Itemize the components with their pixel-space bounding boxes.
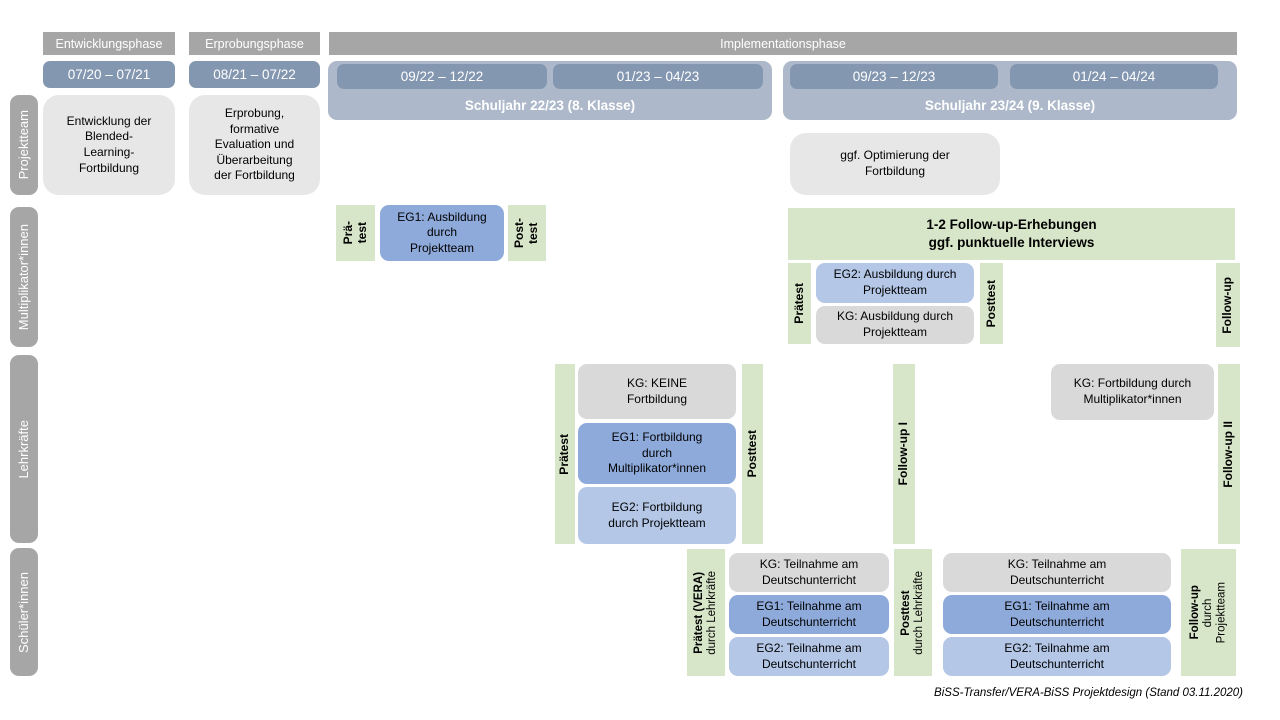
box-eg2-teilnahme-2: EG2: Teilnahme am Deutschunterricht (943, 637, 1171, 676)
row-label-projektteam: Projektteam (10, 95, 38, 195)
followup-schueler-sub: durch Projektteam (1201, 581, 1228, 644)
box-eg1-teilnahme-1: EG1: Teilnahme am Deutschunterricht (729, 595, 889, 634)
date-bar-0821-0722: 08/21 – 07/22 (189, 61, 320, 88)
box-kg-keine-fortbildung: KG: KEINE Fortbildung (578, 364, 736, 419)
praetest-vera-title: Prätest (VERA) (692, 571, 705, 654)
phase-header-entwicklungsphase: Entwicklungsphase (43, 32, 175, 55)
bar-praetest-multiplikatoren-2: Prätest (788, 263, 811, 344)
bar-praetest-multiplikatoren-2-text: Prätest (791, 283, 806, 324)
box-eg1-teilnahme-2: EG1: Teilnahme am Deutschunterricht (943, 595, 1171, 634)
box-eg1-ausbildung-projektteam: EG1: Ausbildung durch Projektteam (380, 205, 504, 261)
bar-followup-multiplikatoren: Follow-up (1216, 263, 1240, 347)
box-kg-teilnahme-2: KG: Teilnahme am Deutschunterricht (943, 553, 1171, 592)
bar-praetest-vera-schueler-text: Prätest (VERA)durch Lehrkräfte (693, 571, 719, 655)
bar-followup-multiplikatoren-text: Follow-up (1220, 276, 1235, 334)
phase-header-erprobungsphase: Erprobungsphase (189, 32, 320, 55)
box-eg1-fortbildung-multiplikatoren: EG1: Fortbildung durch Multiplikator*inn… (578, 423, 736, 484)
box-eg2-teilnahme-1: EG2: Teilnahme am Deutschunterricht (729, 637, 889, 676)
bar-followup-2-lehrkraefte-text: Follow-up II (1221, 420, 1236, 488)
bar-followup-1-lehrkraefte: Follow-up I (893, 364, 915, 544)
bar-praetest-lehrkraefte-text: Prätest (557, 433, 572, 475)
followup-schueler-title: Follow-up (1188, 585, 1201, 640)
box-kg-ausbildung-projektteam: KG: Ausbildung durch Projektteam (816, 306, 974, 344)
row-label-schuelerinnen-text: Schüler*innen (15, 571, 31, 653)
date-bar-0922-1222: 09/22 – 12/22 (337, 64, 547, 89)
row-label-lehrkraefte-text: Lehrkräfte (15, 419, 31, 479)
school-year-2223-container: 09/22 – 12/22 01/23 – 04/23 Schuljahr 22… (328, 61, 772, 120)
diagram-caption: BiSS-Transfer/VERA-BiSS Projektdesign (S… (934, 687, 1243, 699)
box-followup-erhebungen: 1-2 Follow-up-Erhebungen ggf. punktuelle… (788, 208, 1235, 260)
box-kg-teilnahme-1: KG: Teilnahme am Deutschunterricht (729, 553, 889, 592)
posttest-schueler-title: Posttest (899, 589, 912, 636)
bar-praetest-lehrkraefte: Prätest (555, 364, 575, 544)
praetest-vera-sub: durch Lehrkräfte (706, 570, 718, 655)
school-year-2223-label: Schuljahr 22/23 (8. Klasse) (464, 98, 636, 113)
box-entwicklung-blended-learning: Entwicklung der Blended- Learning- Fortb… (43, 95, 175, 195)
bar-praetest-multiplikatoren-1-text: Prä- test (340, 221, 369, 245)
phase-header-implementationsphase: Implementationsphase (329, 32, 1237, 55)
row-label-multiplikatorinnen-text: Multiplikator*innen (15, 223, 31, 331)
bar-followup-1-lehrkraefte-text: Follow-up I (896, 422, 911, 486)
box-optimierung-fortbildung: ggf. Optimierung der Fortbildung (790, 133, 1000, 195)
bar-posttest-lehrkraefte: Posttest (742, 364, 763, 544)
row-label-lehrkraefte: Lehrkräfte (10, 355, 38, 543)
bar-posttest-lehrkraefte-text: Posttest (744, 430, 759, 478)
bar-followup-2-lehrkraefte: Follow-up II (1218, 364, 1240, 544)
bar-praetest-vera-schueler: Prätest (VERA)durch Lehrkräfte (687, 549, 725, 676)
bar-posttest-multiplikatoren-2-text: Posttest (983, 279, 998, 328)
school-year-2324-label: Schuljahr 23/24 (9. Klasse) (924, 98, 1096, 113)
box-eg2-fortbildung-projektteam: EG2: Fortbildung durch Projektteam (578, 487, 736, 544)
box-eg2-ausbildung-projektteam: EG2: Ausbildung durch Projektteam (816, 263, 974, 303)
row-label-projektteam-text: Projektteam (15, 110, 31, 180)
date-bar-0923-1223: 09/23 – 12/23 (790, 64, 998, 89)
date-bar-0720-0721: 07/20 – 07/21 (43, 61, 175, 88)
bar-posttest-multiplikatoren-1: Post- test (508, 205, 546, 261)
box-kg-fortbildung-multiplikatoren: KG: Fortbildung durch Multiplikator*inne… (1051, 364, 1214, 420)
row-label-multiplikatorinnen: Multiplikator*innen (10, 207, 38, 347)
school-year-2324-container: 09/23 – 12/23 01/24 – 04/24 Schuljahr 23… (783, 61, 1237, 120)
posttest-schueler-sub: durch Lehrkräfte (913, 570, 925, 655)
date-bar-0123-0423: 01/23 – 04/23 (553, 64, 763, 89)
bar-posttest-multiplikatoren-1-text: Post- test (512, 218, 540, 248)
bar-posttest-multiplikatoren-2: Posttest (980, 263, 1003, 344)
bar-praetest-multiplikatoren-1: Prä- test (336, 205, 375, 261)
row-label-schuelerinnen: Schüler*innen (10, 548, 38, 676)
box-erprobung-evaluation: Erprobung, formative Evaluation und Über… (189, 95, 320, 195)
date-bar-0124-0424: 01/24 – 04/24 (1010, 64, 1218, 89)
